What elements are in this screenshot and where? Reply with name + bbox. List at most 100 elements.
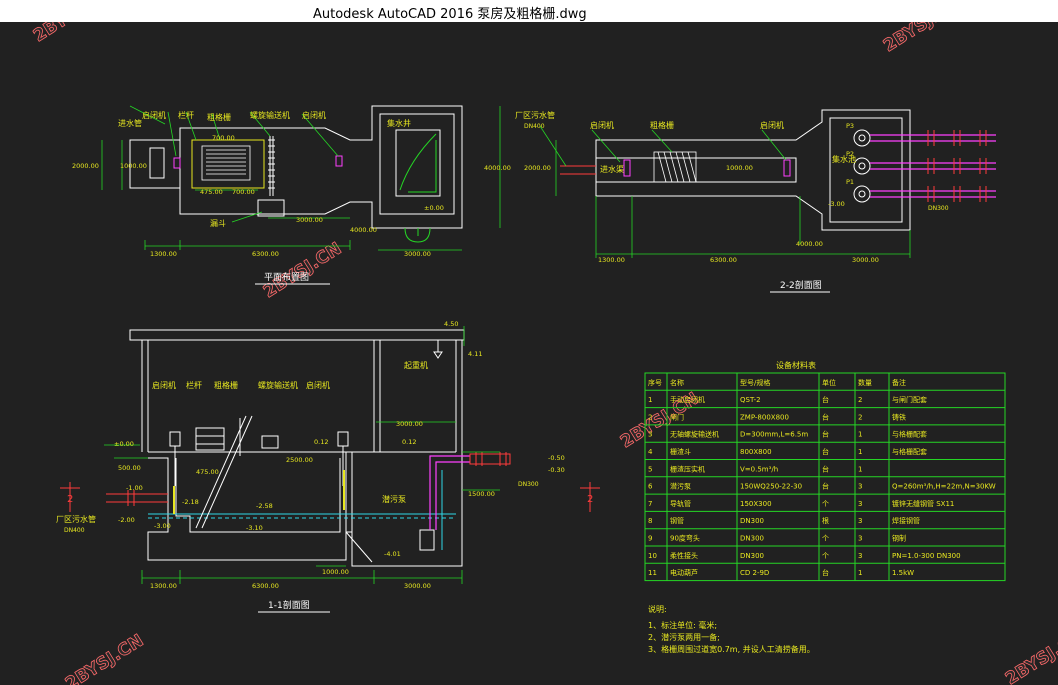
equipment-table-cell: 与闸门配套	[892, 395, 927, 404]
s22-well	[829, 117, 903, 223]
svg-text:1300.00: 1300.00	[150, 250, 177, 258]
equipment-table-cell: 栅渣压实机	[670, 464, 705, 473]
equipment-table-cell: CD 2-9D	[740, 569, 769, 577]
s11-gate-shafts	[173, 470, 345, 514]
svg-text:启闭机: 启闭机	[590, 120, 614, 130]
svg-text:DN300: DN300	[928, 205, 949, 212]
notes-heading: 说明:	[648, 604, 667, 614]
equipment-table-cell: 1	[858, 569, 862, 577]
equipment-table-cell: 1	[858, 465, 862, 473]
plan-view[interactable]: 进水管 启闭机 栏杆 粗格栅 螺旋输送机 启闭机 集水井 漏斗 2000.00 …	[72, 105, 511, 285]
equipment-table-cell: 铸铁	[892, 412, 906, 421]
svg-text:6300.00: 6300.00	[252, 250, 279, 258]
equipment-table-cell: 3	[858, 517, 862, 525]
svg-text:-3.00: -3.00	[828, 200, 845, 208]
svg-text:1000.00: 1000.00	[120, 162, 147, 170]
svg-text:3000.00: 3000.00	[852, 256, 879, 264]
equipment-table-cell: 钢管	[670, 516, 684, 525]
svg-text:4.50: 4.50	[444, 320, 458, 328]
plan-gates	[173, 155, 343, 169]
equipment-table-cell: 台	[822, 568, 829, 577]
svg-text:进水渠: 进水渠	[600, 164, 624, 174]
svg-text:启闭机: 启闭机	[306, 380, 330, 390]
equipment-table-cell: 7	[648, 500, 652, 508]
svg-text:2500.00: 2500.00	[286, 456, 313, 464]
svg-text:-2.00: -2.00	[118, 516, 135, 524]
plan-inlet-box-inner	[149, 147, 165, 179]
svg-text:3000.00: 3000.00	[296, 216, 323, 224]
equipment-table-cell: 与格栅配套	[892, 447, 927, 456]
s22-grille	[653, 151, 697, 183]
s22-gates	[623, 159, 791, 177]
s11-title: 1-1剖面图	[268, 599, 310, 611]
equipment-table-cell: 闸门	[670, 412, 684, 421]
equipment-table-cell: 根	[822, 516, 829, 525]
svg-text:0.12: 0.12	[314, 438, 328, 446]
equipment-table-cell: 手动启闭机	[670, 395, 705, 404]
section-1-1[interactable]: 启闭机 栏杆 粗格栅 螺旋输送机 启闭机 起重机 潜污泵 厂区污水管 DN400…	[56, 320, 600, 613]
svg-text:P1: P1	[846, 178, 854, 186]
equipment-table-header-cell: 单位	[822, 378, 836, 387]
s22-pumps	[853, 129, 996, 203]
drawing-canvas[interactable]: 2BYSJ.CN 2BYSJ.CN 2BYSJ.CN 2BYSJ.CN 2BYS…	[0, 22, 1058, 685]
svg-text:2: 2	[67, 494, 73, 505]
equipment-table-cell: 9	[648, 534, 652, 542]
equipment-table-cell: 镀锌无缝钢管 SX11	[892, 499, 954, 508]
equipment-table-cell: 电动葫芦	[670, 568, 698, 577]
svg-text:DN300: DN300	[518, 481, 539, 488]
equipment-table-cell: 3	[648, 431, 652, 439]
equipment-table-cell: 与格栅配套	[892, 430, 927, 439]
title-bar: Autodesk AutoCAD 2016 泵房及粗格栅.dwg	[0, 0, 1058, 23]
notes: 说明: 1、标注单位: 毫米; 2、潜污泵两用一备; 3、格栅周围过道宽0.7m…	[648, 604, 815, 654]
s22-dimensions	[539, 125, 911, 258]
equipment-table-cell: 个	[822, 552, 829, 560]
svg-text:栏杆: 栏杆	[186, 380, 202, 390]
svg-text:1000.00: 1000.00	[726, 164, 753, 172]
svg-text:3000.00: 3000.00	[396, 420, 423, 428]
plan-grille-frame	[191, 139, 265, 189]
s11-channel	[175, 458, 341, 533]
equipment-table-cell: 2	[648, 413, 652, 421]
equipment-table-cell: 潜污泵	[670, 482, 691, 491]
svg-text:±0.00: ±0.00	[424, 204, 444, 212]
svg-text:-0.50: -0.50	[548, 454, 565, 462]
equipment-table-cell: 台	[822, 464, 829, 473]
svg-text:6300.00: 6300.00	[252, 582, 279, 590]
s11-pump	[419, 452, 511, 551]
equipment-table-cell: ZMP-800X800	[740, 413, 789, 421]
s22-labels: 厂区污水管 DN400 启闭机 粗格栅 启闭机 进水渠 集水池 P3 P2 P1…	[515, 110, 949, 212]
equipment-table-cell: 台	[822, 430, 829, 439]
equipment-table-cell: PN=1.0-300 DN300	[892, 552, 961, 560]
svg-text:-3.00: -3.00	[154, 522, 171, 530]
svg-text:-2.58: -2.58	[256, 502, 273, 510]
equipment-table-cell: 台	[822, 482, 829, 491]
svg-text:-3.10: -3.10	[246, 524, 263, 532]
svg-text:P3: P3	[846, 122, 854, 130]
equipment-table-title: 设备材料表	[776, 360, 816, 370]
section-2-2[interactable]: 厂区污水管 DN400 启闭机 粗格栅 启闭机 进水渠 集水池 P3 P2 P1…	[515, 109, 996, 293]
svg-text:4000.00: 4000.00	[484, 164, 511, 172]
plan-door	[404, 227, 431, 243]
equipment-table-header-cell: 型号/规格	[740, 378, 770, 387]
s11-dim-text: 500.00 475.00 3000.00 2500.00 1300.00 63…	[118, 420, 495, 590]
equipment-table-cell: 无轴螺旋输送机	[670, 430, 719, 439]
plan-label-well: 集水井	[387, 118, 411, 128]
svg-text:DN400: DN400	[524, 123, 545, 130]
window-title: Autodesk AutoCAD 2016 泵房及粗格栅.dwg	[313, 7, 587, 22]
plan-well-curve	[395, 129, 441, 197]
equipment-table-cell: 3	[858, 500, 862, 508]
svg-text:3000.00: 3000.00	[404, 582, 431, 590]
svg-text:2000.00: 2000.00	[524, 164, 551, 172]
equipment-table-cell: 钢制	[892, 533, 906, 542]
svg-text:1300.00: 1300.00	[598, 256, 625, 264]
equipment-table-cell: Q=260m³/h,H=22m,N=30KW	[892, 483, 996, 491]
s11-inlet-pipe	[106, 490, 168, 506]
equipment-table-header-cell: 名称	[670, 378, 684, 387]
equipment-table-cell: 10	[648, 552, 657, 560]
equipment-table-cell: 4	[648, 448, 653, 456]
equipment-table-cell: 3	[858, 552, 862, 560]
svg-text:4000.00: 4000.00	[796, 240, 823, 248]
equipment-table-cell: 1	[858, 431, 862, 439]
